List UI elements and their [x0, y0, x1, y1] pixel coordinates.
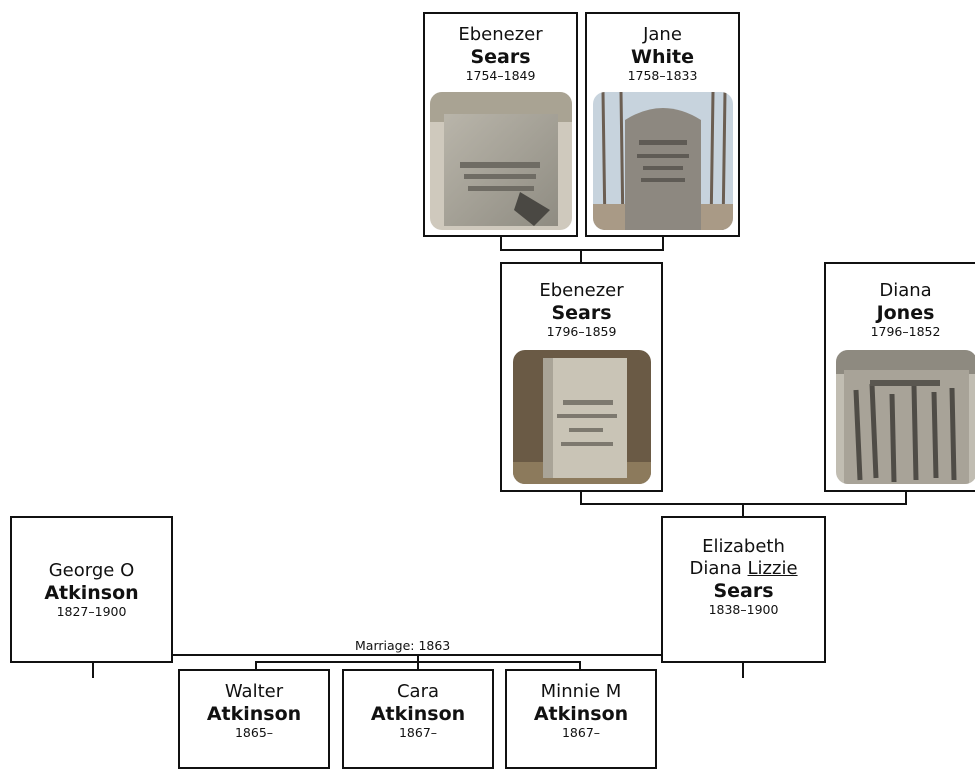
- life-dates: 1865–: [234, 725, 274, 740]
- connector-line: [580, 249, 582, 263]
- person-card-ebenezer-sears-jr[interactable]: Ebenezer Sears 1796–1859: [500, 262, 663, 492]
- surname: White: [631, 46, 694, 68]
- given-name-line2: Diana Lizzie: [663, 558, 824, 580]
- life-dates: 1796–1859: [546, 324, 617, 339]
- given-name-line1: Elizabeth: [702, 536, 785, 557]
- connector-line: [417, 661, 419, 670]
- person-card-jane-white[interactable]: Jane White 1758–1833: [585, 12, 740, 237]
- surname: Atkinson: [44, 582, 139, 604]
- life-dates: 1796–1852: [870, 324, 941, 339]
- connector-line: [662, 235, 664, 251]
- person-card-diana-jones[interactable]: Diana Jones 1796–1852: [824, 262, 975, 492]
- given-name: Walter: [224, 681, 284, 702]
- person-card-elizabeth-sears[interactable]: Elizabeth Diana Lizzie Sears 1838–1900: [661, 516, 826, 663]
- life-dates: 1838–1900: [708, 602, 779, 617]
- person-card-cara-atkinson[interactable]: Cara Atkinson 1867–: [342, 669, 494, 769]
- connector-line: [742, 662, 744, 678]
- surname: Sears: [470, 46, 531, 68]
- connector-line: [580, 491, 582, 505]
- given-name: Jane: [643, 24, 682, 45]
- person-card-walter-atkinson[interactable]: Walter Atkinson 1865–: [178, 669, 330, 769]
- gravestone-photo[interactable]: [593, 92, 733, 230]
- given-name: Minnie M: [540, 681, 622, 702]
- gravestone-photo[interactable]: [836, 350, 975, 484]
- person-card-minnie-atkinson[interactable]: Minnie M Atkinson 1867–: [505, 669, 657, 769]
- connector-line: [92, 662, 94, 678]
- person-card-ebenezer-sears-sr[interactable]: Ebenezer Sears 1754–1849: [423, 12, 578, 237]
- connector-line: [500, 235, 502, 251]
- nickname: Lizzie: [747, 558, 798, 579]
- surname: Atkinson: [533, 703, 629, 725]
- surname: Sears: [713, 580, 774, 602]
- life-dates: 1754–1849: [465, 68, 536, 83]
- given-name: George O: [48, 560, 135, 581]
- marriage-label: Marriage: 1863: [353, 638, 453, 653]
- given-name: Ebenezer: [458, 24, 543, 45]
- connector-line: [905, 491, 907, 505]
- connector-line: [417, 654, 419, 662]
- life-dates: 1867–: [561, 725, 601, 740]
- person-card-george-atkinson[interactable]: George O Atkinson 1827–1900: [10, 516, 173, 663]
- life-dates: 1758–1833: [627, 68, 698, 83]
- life-dates: 1827–1900: [56, 604, 127, 619]
- connector-line: [742, 503, 744, 517]
- given-name: Cara: [396, 681, 440, 702]
- given-name: Diana: [879, 280, 932, 301]
- middle-name: Diana: [689, 558, 742, 579]
- surname: Atkinson: [370, 703, 466, 725]
- surname: Jones: [876, 302, 935, 324]
- surname: Sears: [551, 302, 612, 324]
- gravestone-photo[interactable]: [513, 350, 651, 484]
- surname: Atkinson: [206, 703, 302, 725]
- life-dates: 1867–: [398, 725, 438, 740]
- connector-line: [500, 249, 664, 251]
- connector-line: [579, 661, 581, 670]
- given-name: Ebenezer: [539, 280, 624, 301]
- gravestone-photo[interactable]: [430, 92, 572, 230]
- connector-line: [255, 661, 257, 670]
